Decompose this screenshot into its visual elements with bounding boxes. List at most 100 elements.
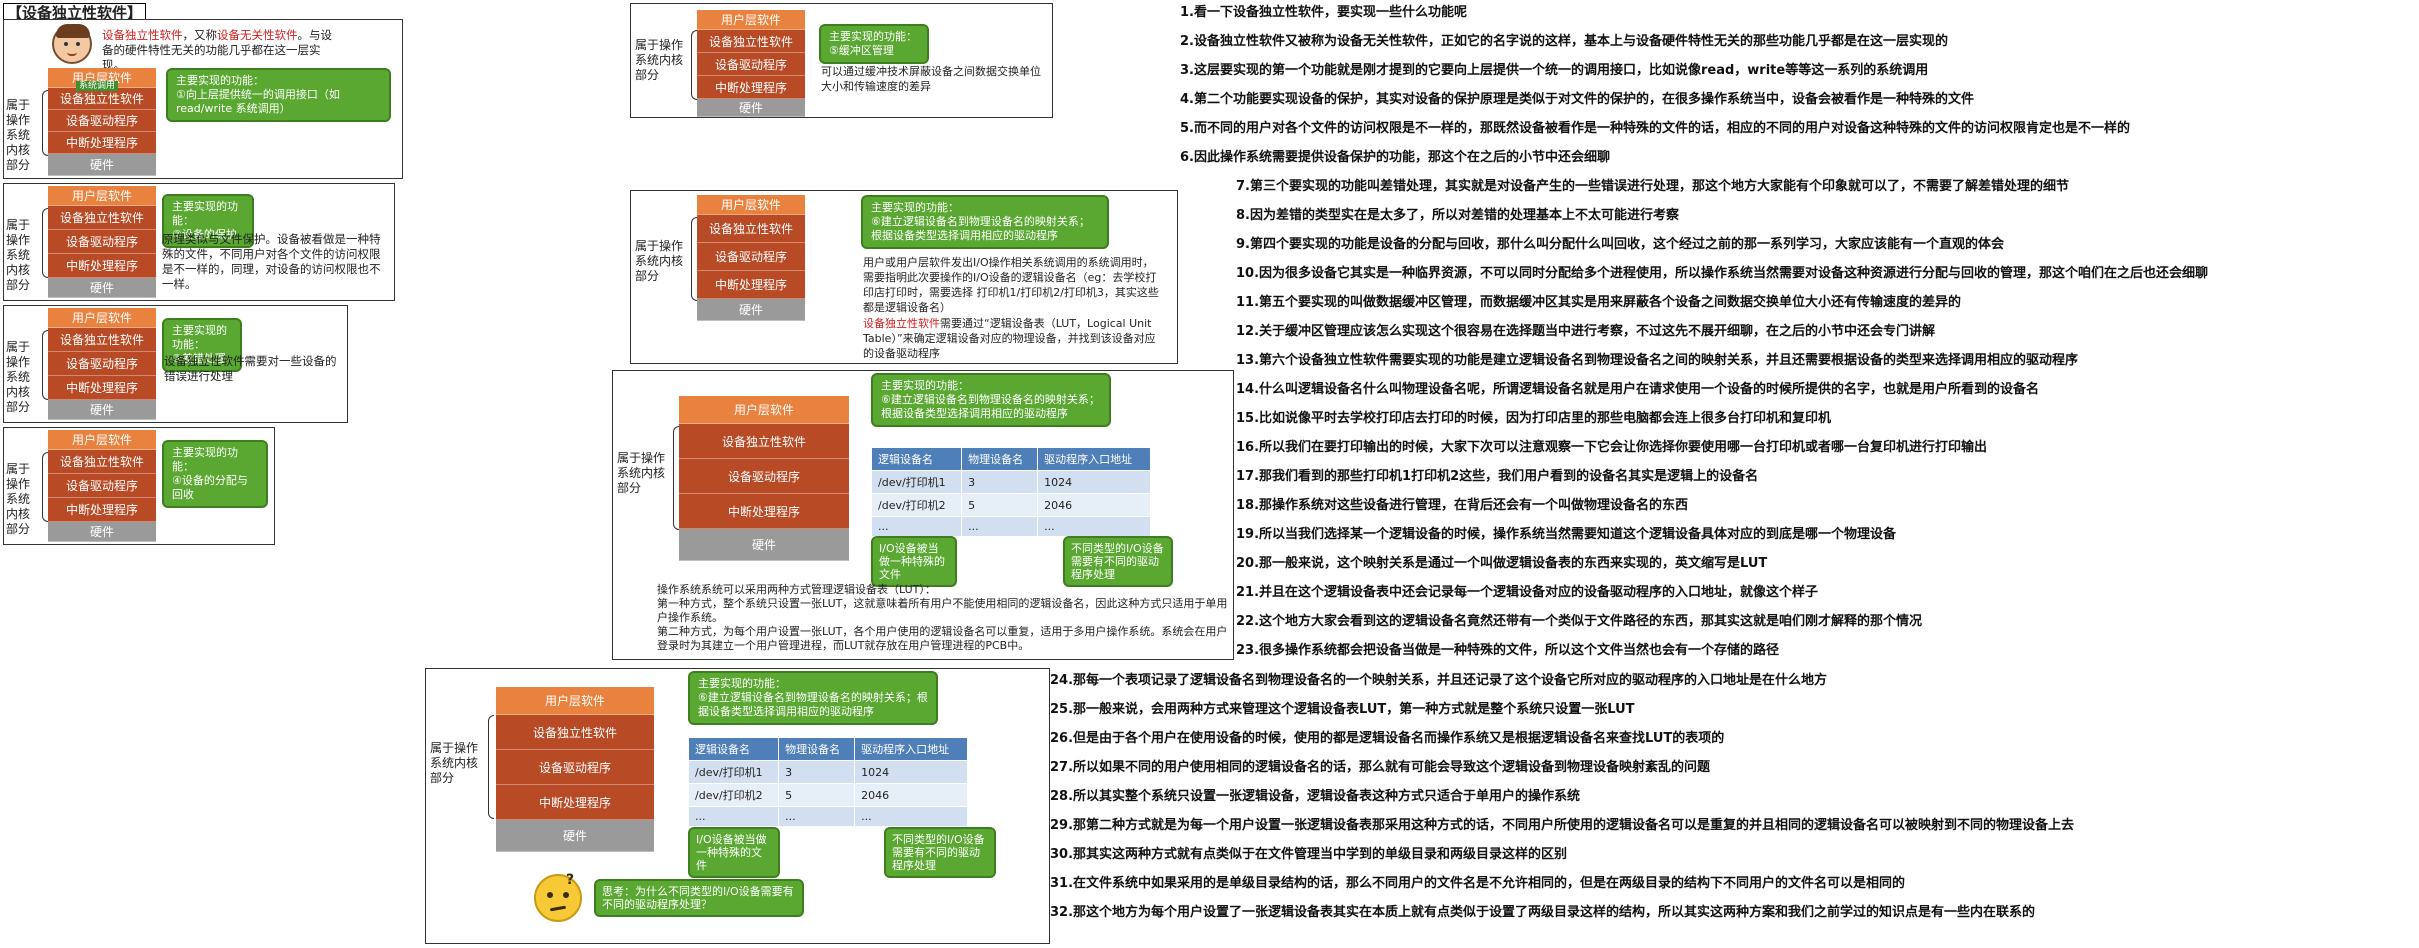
- note-item: 17.那我们看到的那些打印机1打印机2这些，我们用户看到的设备名其实是逻辑上的设…: [1236, 469, 1759, 484]
- layer-hw: 硬件: [48, 522, 156, 542]
- note-item: 5.而不同的用户对各个文件的访问权限是不一样的，那既然设备被看作是一种特殊的文件…: [1180, 121, 2130, 136]
- layer-driver: 设备驱动程序: [48, 230, 156, 254]
- driver-bubble: 不同类型的I/O设备需要有不同的驱动程序处理: [1063, 536, 1173, 587]
- lut-cell: 3: [961, 470, 1039, 494]
- note-item: 13.第六个设备独立性软件需要实现的功能是建立逻辑设备名到物理设备名之间的映射关…: [1236, 353, 2079, 368]
- panel-error-handling: 用户层软件 设备独立性软件 设备驱动程序 中断处理程序 硬件 属于操作系统内核部…: [3, 305, 348, 423]
- layer-user: 用户层软件: [496, 687, 654, 715]
- kernel-label: 属于操作系统内核部分: [617, 451, 666, 495]
- lut-cell: /dev/打印机2: [687, 783, 780, 807]
- layer-irq: 中断处理程序: [496, 785, 654, 820]
- lut-cell: 2046: [854, 783, 968, 807]
- note-item: 32.那这个地方为每个用户设置了一张逻辑设备表其实在本质上就有点类似于设置了两级…: [1050, 905, 2036, 920]
- layer-indep: 设备独立性软件: [48, 88, 156, 110]
- layer-indep: 设备独立性软件: [48, 328, 156, 352]
- lut-header: 驱动程序入口地址: [854, 737, 968, 761]
- layer-irq: 中断处理程序: [48, 132, 156, 154]
- buffer-text: 可以通过缓冲技术屏蔽设备之间数据交换单位大小和传输速度的差异: [821, 65, 1041, 93]
- layer-irq: 中断处理程序: [48, 498, 156, 522]
- layer-driver: 设备驱动程序: [496, 750, 654, 785]
- lut-cell: 2046: [1037, 493, 1151, 517]
- note-item: 23.很多操作系统都会把设备当做是一种特殊的文件，所以这个文件当然也会有一个存储…: [1236, 643, 1780, 658]
- protection-text: 原理类似与文件保护。设备被看做是一种特殊的文件，不同用户对各个文件的访问权限是不…: [162, 232, 381, 291]
- layer-hw: 硬件: [697, 99, 805, 117]
- layer-driver: 设备驱动程序: [48, 110, 156, 132]
- note-item: 20.那一般来说，这个映射关系是通过一个叫做逻辑设备表的东西来实现的，英文缩写是…: [1236, 556, 1768, 571]
- lut-cell: ...: [961, 516, 1039, 537]
- kernel-label: 属于操作系统内核部分: [6, 462, 31, 536]
- note-item: 16.所以我们在要打印输出的时候，大家下次可以注意观察一下它会让你选择你要使用哪…: [1236, 440, 1988, 455]
- layer-driver: 设备驱动程序: [48, 352, 156, 376]
- kernel-brace: [691, 30, 697, 100]
- avatar: [52, 24, 92, 64]
- think-bubble: 思考：为什么不同类型的I/O设备需要有不同的驱动程序处理？: [594, 879, 804, 917]
- file-bubble: I/O设备被当做一种特殊的文件: [871, 536, 957, 587]
- lut-cell: /dev/打印机2: [870, 493, 963, 517]
- note-item: 1.看一下设备独立性软件，要实现一些什么功能呢: [1180, 5, 1467, 20]
- lut-cell: ...: [1037, 516, 1151, 537]
- kernel-brace: [42, 330, 48, 400]
- intro-text: 设备独立性软件，又称设备无关性软件。与设备的硬件特性无关的功能几乎都在这一层实现…: [102, 28, 332, 72]
- kernel-label: 属于操作系统内核部分: [6, 218, 31, 292]
- layer-user: 用户层软件: [48, 186, 156, 206]
- panel-unified-interface: 设备独立性软件，又称设备无关性软件。与设备的硬件特性无关的功能几乎都在这一层实现…: [3, 19, 403, 179]
- note-item: 28.所以其实整个系统只设置一张逻辑设备，逻辑设备表这种方式只适合于单用户的操作…: [1050, 789, 1581, 804]
- lut-cell: ...: [870, 516, 963, 537]
- kernel-label: 属于操作系统内核部分: [6, 340, 31, 414]
- note-item: 4.第二个功能要实现设备的保护，其实对设备的保护原理是类似于对文件的保护的，在很…: [1180, 92, 1974, 107]
- note-item: 30.那其实这两种方式就有点类似于在文件管理当中学到的单级目录和两级目录这样的区…: [1050, 847, 1568, 862]
- note-item: 12.关于缓冲区管理应该怎么实现这个很容易在选择题当中进行考察，不过这先不展开细…: [1236, 324, 1936, 339]
- lut-cell: ...: [687, 806, 780, 827]
- lut-cell: 1024: [854, 760, 968, 784]
- lut-cell: 3: [778, 760, 856, 784]
- note-item: 26.但是由于各个用户在使用设备的时候，使用的都是逻辑设备名而操作系统又是根据逻…: [1050, 731, 1725, 746]
- layer-stack: 用户层软件 设备独立性软件 设备驱动程序 中断处理程序 硬件: [697, 195, 805, 321]
- kernel-brace: [42, 208, 48, 278]
- note-item: 24.那每一个表项记录了逻辑设备名到物理设备名的一个映射关系，并且还记录了这个设…: [1050, 673, 1828, 688]
- note-item: 19.所以当我们选择某一个逻辑设备的时候，操作系统当然需要知道这个逻辑设备具体对…: [1236, 527, 1897, 542]
- syscall-tag: 系统调用: [76, 81, 119, 91]
- layer-hw: 硬件: [48, 278, 156, 298]
- function-bubble: 主要实现的功能： ②设备的保护: [162, 194, 254, 248]
- note-item: 14.什么叫逻辑设备名什么叫物理设备名呢，所谓逻辑设备名就是用户在请求使用一个设…: [1236, 382, 2040, 397]
- panel-mapping-3: 用户层软件 设备独立性软件 设备驱动程序 中断处理程序 硬件 属于操作系统内核部…: [425, 668, 1050, 944]
- lut-cell: 1024: [1037, 470, 1151, 494]
- file-bubble: I/O设备被当做一种特殊的文件: [688, 827, 780, 878]
- layer-user: 用户层软件: [697, 10, 805, 30]
- lut-cell: ...: [778, 806, 856, 827]
- mapping-text-1: 用户或用户层软件发出I/O操作相关系统调用的系统调用时，需要指明此次要操作的I/…: [863, 256, 1159, 314]
- note-item: 15.比如说像平时去学校打印店去打印的时候，因为打印店里的那些电脑都会连上很多台…: [1236, 411, 1832, 426]
- lut-management-text: 操作系统系统可以采用两种方式管理逻辑设备表（LUT）： 第一种方式，整个系统只设…: [657, 583, 1228, 652]
- lut-cell: 5: [778, 783, 856, 807]
- note-item: 22.这个地方大家会看到这的逻辑设备名竟然还带有一个类似于文件路径的东西，那其实…: [1236, 614, 1923, 629]
- layer-user: 用户层软件: [697, 195, 805, 215]
- layer-irq: 中断处理程序: [697, 76, 805, 99]
- layer-driver: 设备驱动程序: [697, 243, 805, 271]
- function-bubble: 主要实现的功能： ③差错处理: [162, 318, 242, 372]
- error-text: 设备独立性软件需要对一些设备的错误进行处理: [164, 354, 337, 383]
- panel-allocation: 用户层软件 设备独立性软件 设备驱动程序 中断处理程序 硬件 属于操作系统内核部…: [3, 427, 275, 545]
- panel-mapping-2: 用户层软件 设备独立性软件 设备驱动程序 中断处理程序 硬件 属于操作系统内核部…: [612, 370, 1234, 660]
- layer-irq: 中断处理程序: [48, 376, 156, 400]
- note-item: 3.这层要实现的第一个功能就是刚才提到的它要向上层提供一个统一的调用接口，比如说…: [1180, 63, 1929, 78]
- layer-indep: 设备独立性软件: [697, 215, 805, 243]
- table-row: .........: [687, 806, 968, 827]
- layer-stack: 用户层软件 设备独立性软件 设备驱动程序 中断处理程序 硬件: [48, 308, 156, 420]
- mapping-text-2: 设备独立性软件需要通过“逻辑设备表（LUT，Logical Unit Table…: [863, 317, 1156, 360]
- note-item: 2.设备独立性软件又被称为设备无关性软件，正如它的名字说的这样，基本上与设备硬件…: [1180, 34, 1948, 49]
- lut-header: 逻辑设备名: [687, 737, 780, 761]
- layer-hw: 硬件: [697, 299, 805, 321]
- layer-hw: 硬件: [48, 400, 156, 420]
- layer-driver: 设备驱动程序: [48, 474, 156, 498]
- layer-stack: 用户层软件 设备独立性软件 设备驱动程序 中断处理程序 硬件: [48, 430, 156, 542]
- note-item: 8.因为差错的类型实在是太多了，所以对差错的处理基本上不太可能进行考察: [1236, 208, 1679, 223]
- function-bubble: 主要实现的功能： ⑥建立逻辑设备名到物理设备名的映射关系；根据设备类型选择调用相…: [688, 671, 938, 725]
- lut-cell: 5: [961, 493, 1039, 517]
- note-item: 18.那操作系统对这些设备进行管理，在背后还会有一个叫做物理设备名的东西: [1236, 498, 1689, 513]
- note-item: 11.第五个要实现的叫做数据缓冲区管理，而数据缓冲区其实是用来屏蔽各个设备之间数…: [1236, 295, 1962, 310]
- driver-bubble: 不同类型的I/O设备需要有不同的驱动程序处理: [884, 827, 996, 878]
- function-bubble: 主要实现的功能： ④设备的分配与回收: [162, 440, 268, 508]
- lut-cell: /dev/打印机1: [687, 760, 780, 784]
